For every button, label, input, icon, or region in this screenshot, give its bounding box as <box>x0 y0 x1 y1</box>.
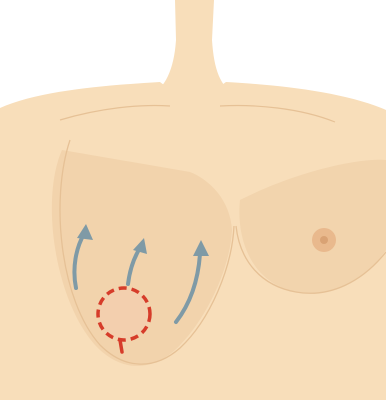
right-nipple <box>320 236 328 244</box>
incision-tail <box>120 340 122 352</box>
